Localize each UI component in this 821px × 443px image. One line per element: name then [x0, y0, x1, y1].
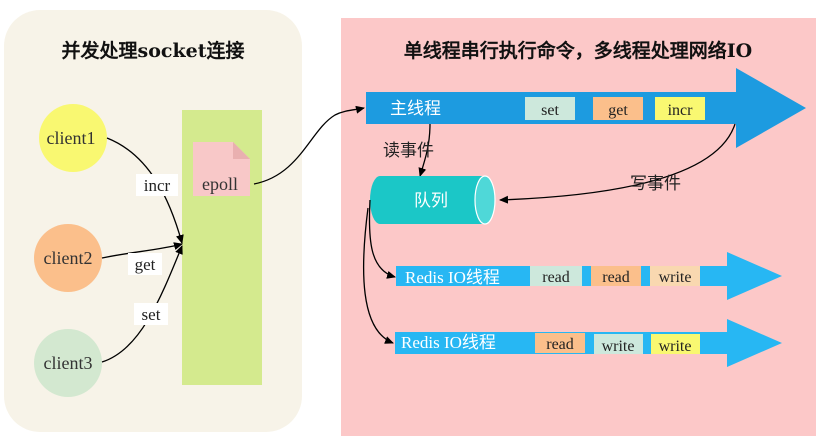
io-thread-1-op-1 — [530, 266, 582, 286]
right-panel-title: 单线程串行执行命令，多线程处理网络IO — [404, 39, 752, 62]
edge-client2-to-hub — [101, 242, 183, 259]
edge-label-set-bg — [134, 303, 168, 325]
epoll-document-icon — [193, 142, 250, 196]
client1-node — [39, 104, 107, 172]
main-op-incr-label: incr — [668, 102, 694, 119]
edge-write-event — [499, 123, 736, 204]
client1-label: client1 — [47, 128, 96, 148]
io-thread-2-op-3 — [651, 334, 700, 354]
edge-label-incr-bg — [136, 174, 178, 196]
left-panel-title: 并发处理socket连接 — [62, 39, 245, 62]
io-thread-2-op-3-label: write — [659, 338, 692, 355]
io-thread-2-op-2 — [594, 334, 643, 354]
client2-node — [34, 224, 102, 292]
io-thread-1-op-2 — [591, 266, 641, 286]
edge-epoll-to-main-thread — [253, 105, 365, 185]
client3-node — [34, 329, 102, 397]
edge-label-incr: incr — [144, 176, 171, 195]
edge-read-event — [418, 123, 431, 177]
edge-label-get: get — [135, 255, 156, 274]
io-thread-1-op-3-label: write — [659, 269, 692, 286]
client2-label: client2 — [44, 248, 93, 268]
main-op-incr — [655, 97, 705, 120]
epoll-label: epoll — [202, 174, 238, 194]
queue-label: 队列 — [414, 191, 448, 211]
main-thread-label: 主线程 — [390, 99, 441, 119]
client3-label: client3 — [44, 353, 93, 373]
queue-cylinder — [370, 175, 496, 225]
main-op-get-label: get — [608, 102, 628, 119]
io-thread-1-op-3 — [650, 266, 700, 286]
io-thread-2-op-1-label: read — [546, 336, 574, 353]
io-thread-2-op-2-label: write — [602, 338, 635, 355]
io-thread-2-label: Redis IO线程 — [401, 333, 496, 352]
main-op-get — [593, 97, 643, 120]
io-thread-1-op-2-label: read — [602, 269, 630, 286]
main-thread-arrow — [366, 68, 806, 148]
io-thread-2-arrow — [395, 319, 782, 367]
main-op-set — [525, 97, 575, 120]
edge-queue-to-io-thread-2 — [362, 207, 394, 344]
read-event-label: 读事件 — [383, 141, 434, 161]
edge-queue-to-io-thread-1 — [368, 199, 396, 279]
edge-label-get-bg — [128, 253, 162, 275]
edge-label-set: set — [142, 305, 161, 324]
write-event-label: 写事件 — [630, 174, 681, 194]
io-thread-1-label: Redis IO线程 — [405, 268, 500, 287]
main-op-set-label: set — [541, 102, 559, 119]
io-thread-1-arrow — [396, 252, 782, 300]
io-thread-2-op-1 — [535, 333, 585, 353]
io-thread-1-op-1-label: read — [542, 269, 570, 286]
